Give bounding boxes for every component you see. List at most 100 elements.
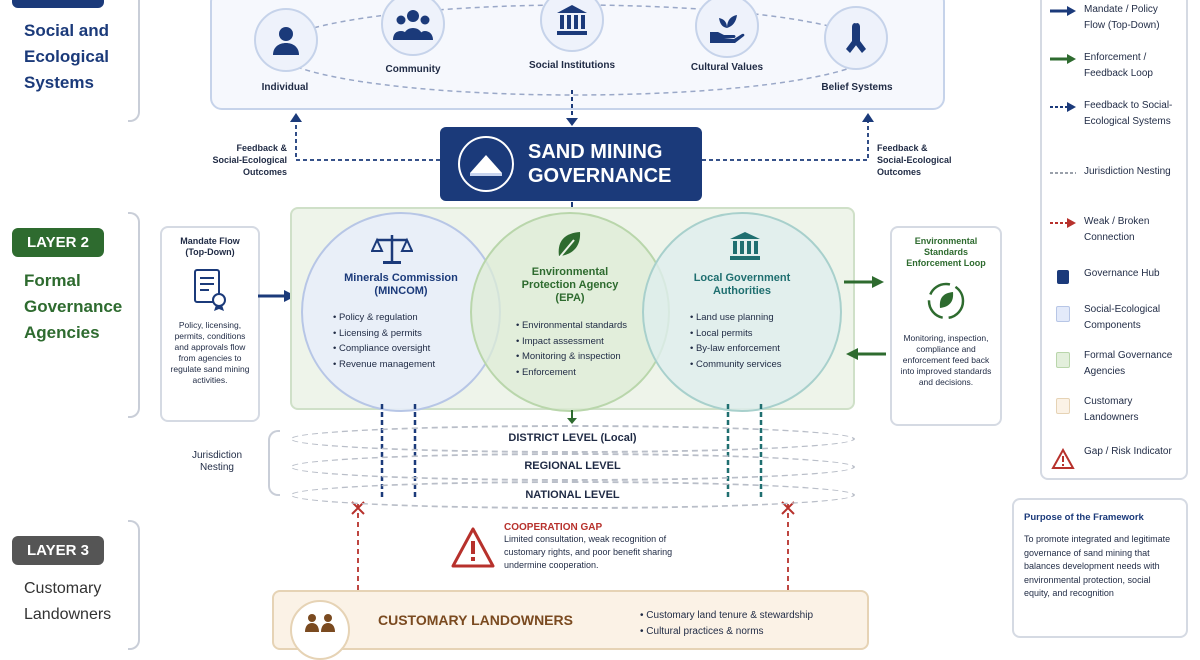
enforcement-loop-card: Environmental Standards Enforcement Loop… [890, 226, 1002, 426]
layer2-title: Formal Governance Agencies [24, 271, 123, 342]
government-building-icon [730, 232, 760, 260]
community-component [381, 0, 445, 56]
scales-icon [371, 235, 413, 264]
legend-item-components: Social-Ecological Components [1050, 302, 1180, 334]
gap-title: COOPERATION GAP [504, 522, 603, 533]
navy-square-icon [1057, 270, 1069, 284]
person-icon [273, 27, 299, 55]
legend-item-gap: Gap / Risk Indicator [1050, 444, 1180, 470]
dashed-red-arrow-icon [1050, 218, 1076, 228]
legend-item-weak: Weak / Broken Connection [1050, 214, 1180, 246]
list-item: Land use planning [690, 310, 782, 326]
enforcement-card-body: Monitoring, inspection, compliance and e… [900, 333, 992, 387]
cycle-leaf-icon [898, 279, 994, 323]
belief-systems-component [824, 6, 888, 70]
feedback-note-left: Feedback & Social-Ecological Outcomes [212, 143, 287, 177]
mandate-card-title: Mandate Flow (Top-Down) [180, 236, 240, 257]
mincom-title: Minerals Commission (MINCOM) [344, 272, 458, 297]
sand-mining-governance-hub: SAND MINING GOVERNANCE [440, 127, 702, 201]
layer3-tag: LAYER 3 [12, 536, 104, 565]
list-item: Cultural practices & norms [640, 624, 813, 640]
list-item: Revenue management [333, 357, 435, 373]
legend-item-feedback: Feedback to Social-Ecological Systems [1050, 98, 1180, 130]
list-item: By-law enforcement [690, 341, 782, 357]
purpose-panel: Purpose of the Framework To promote inte… [1012, 498, 1188, 638]
beige-square-icon [1056, 398, 1070, 414]
enforcement-arrows [844, 276, 886, 360]
mandate-card-body: Policy, licensing, permits, conditions a… [170, 320, 250, 385]
list-item: Licensing & permits [333, 326, 435, 342]
regional-level-ring [290, 453, 855, 481]
individual-label: Individual [261, 82, 309, 93]
district-level: DISTRICT LEVEL (Local) [508, 432, 637, 444]
list-item: Local permits [690, 326, 782, 342]
purpose-body: To promote integrated and legitimate gov… [1024, 534, 1171, 598]
legend-item-enforcement: Enforcement / Feedback Loop [1050, 50, 1180, 82]
dashed-blue-arrow-icon [1050, 102, 1076, 112]
feedback-note-right: Feedback & Social-Ecological Outcomes [877, 143, 952, 177]
hub-title-line2: GOVERNANCE [528, 165, 672, 187]
cooperation-gap: COOPERATION GAP Limited consultation, we… [450, 522, 680, 586]
district-level-ring [290, 425, 855, 453]
jurisdiction-brace [268, 430, 280, 496]
social-institutions-label: Social Institutions [528, 60, 616, 71]
layer1-brace [128, 0, 140, 122]
landowners-icon [290, 600, 350, 660]
lightblue-square-icon [1056, 306, 1070, 322]
warning-icon [451, 527, 495, 568]
list-item: Monitoring & inspection [516, 349, 627, 365]
social-institutions-component [540, 0, 604, 52]
mincom-list: Policy & regulation Licensing & permits … [333, 310, 435, 372]
layer2-tag: LAYER 2 [12, 228, 104, 257]
enforcement-card-title: Environmental Standards Enforcement Loop [906, 236, 986, 268]
legend-item-agencies: Formal Governance Agencies [1050, 348, 1180, 380]
epa-list: Environmental standards Impact assessmen… [516, 318, 627, 380]
regional-level: REGIONAL LEVEL [524, 460, 621, 472]
mandate-flow-card: Mandate Flow (Top-Down) Policy, licensin… [160, 226, 260, 422]
list-item: Customary land tenure & stewardship [640, 608, 813, 624]
group-icon [393, 10, 433, 40]
institution-icon [557, 5, 587, 35]
list-item: Community services [690, 357, 782, 373]
feedback-arrows-top [290, 90, 874, 207]
list-item: Compliance oversight [333, 341, 435, 357]
individual-component [254, 8, 318, 72]
layer2-brace [128, 212, 140, 418]
legend-item-jurisdiction: Jurisdiction Nesting [1050, 164, 1180, 180]
gap-body: Limited consultation, weak recognition o… [504, 534, 673, 570]
praying-hands-icon [846, 23, 866, 53]
belief-systems-label: Belief Systems [821, 82, 893, 93]
cultural-values-component [695, 0, 759, 58]
epa-title: Environmental Protection Agency (EPA) [521, 266, 619, 304]
layer3-title: Customary Landowners [24, 580, 112, 623]
list-item: Policy & regulation [333, 310, 435, 326]
national-level: NATIONAL LEVEL [525, 489, 620, 501]
customary-list: Customary land tenure & stewardship Cult… [640, 608, 813, 639]
layer1-title: Social and Ecological Systems [24, 21, 110, 92]
hand-plant-icon [710, 15, 745, 43]
layer3-brace [128, 520, 140, 650]
warning-icon [1051, 448, 1075, 469]
list-item: Environmental standards [516, 318, 627, 334]
legend-item-hub: Governance Hub [1050, 266, 1180, 284]
community-label: Community [385, 64, 441, 75]
list-item: Impact assessment [516, 334, 627, 350]
dashed-grey-line-icon [1050, 172, 1076, 174]
lga-title: Local Government Authorities [693, 272, 791, 297]
cultural-values-label: Cultural Values [690, 62, 764, 73]
sand-pile-icon [458, 136, 514, 192]
purpose-title: Purpose of the Framework [1024, 512, 1144, 523]
solid-blue-arrow-icon [1050, 6, 1076, 16]
hub-title-line1: SAND MINING [528, 141, 663, 163]
lightgreen-square-icon [1056, 352, 1070, 368]
list-item: Enforcement [516, 365, 627, 381]
legend-item-customary: Customary Landowners [1050, 394, 1180, 426]
lga-list: Land use planning Local permits By-law e… [690, 310, 782, 372]
leaf-icon [558, 232, 581, 259]
jurisdiction-label: Jurisdiction Nesting [191, 450, 243, 473]
layer1-tag [12, 0, 104, 8]
solid-green-arrow-icon [1050, 54, 1076, 64]
legend-item-mandate: Mandate / Policy Flow (Top-Down) [1050, 2, 1180, 34]
national-level-ring [290, 481, 855, 509]
customary-title: CUSTOMARY LANDOWNERS [378, 612, 573, 628]
